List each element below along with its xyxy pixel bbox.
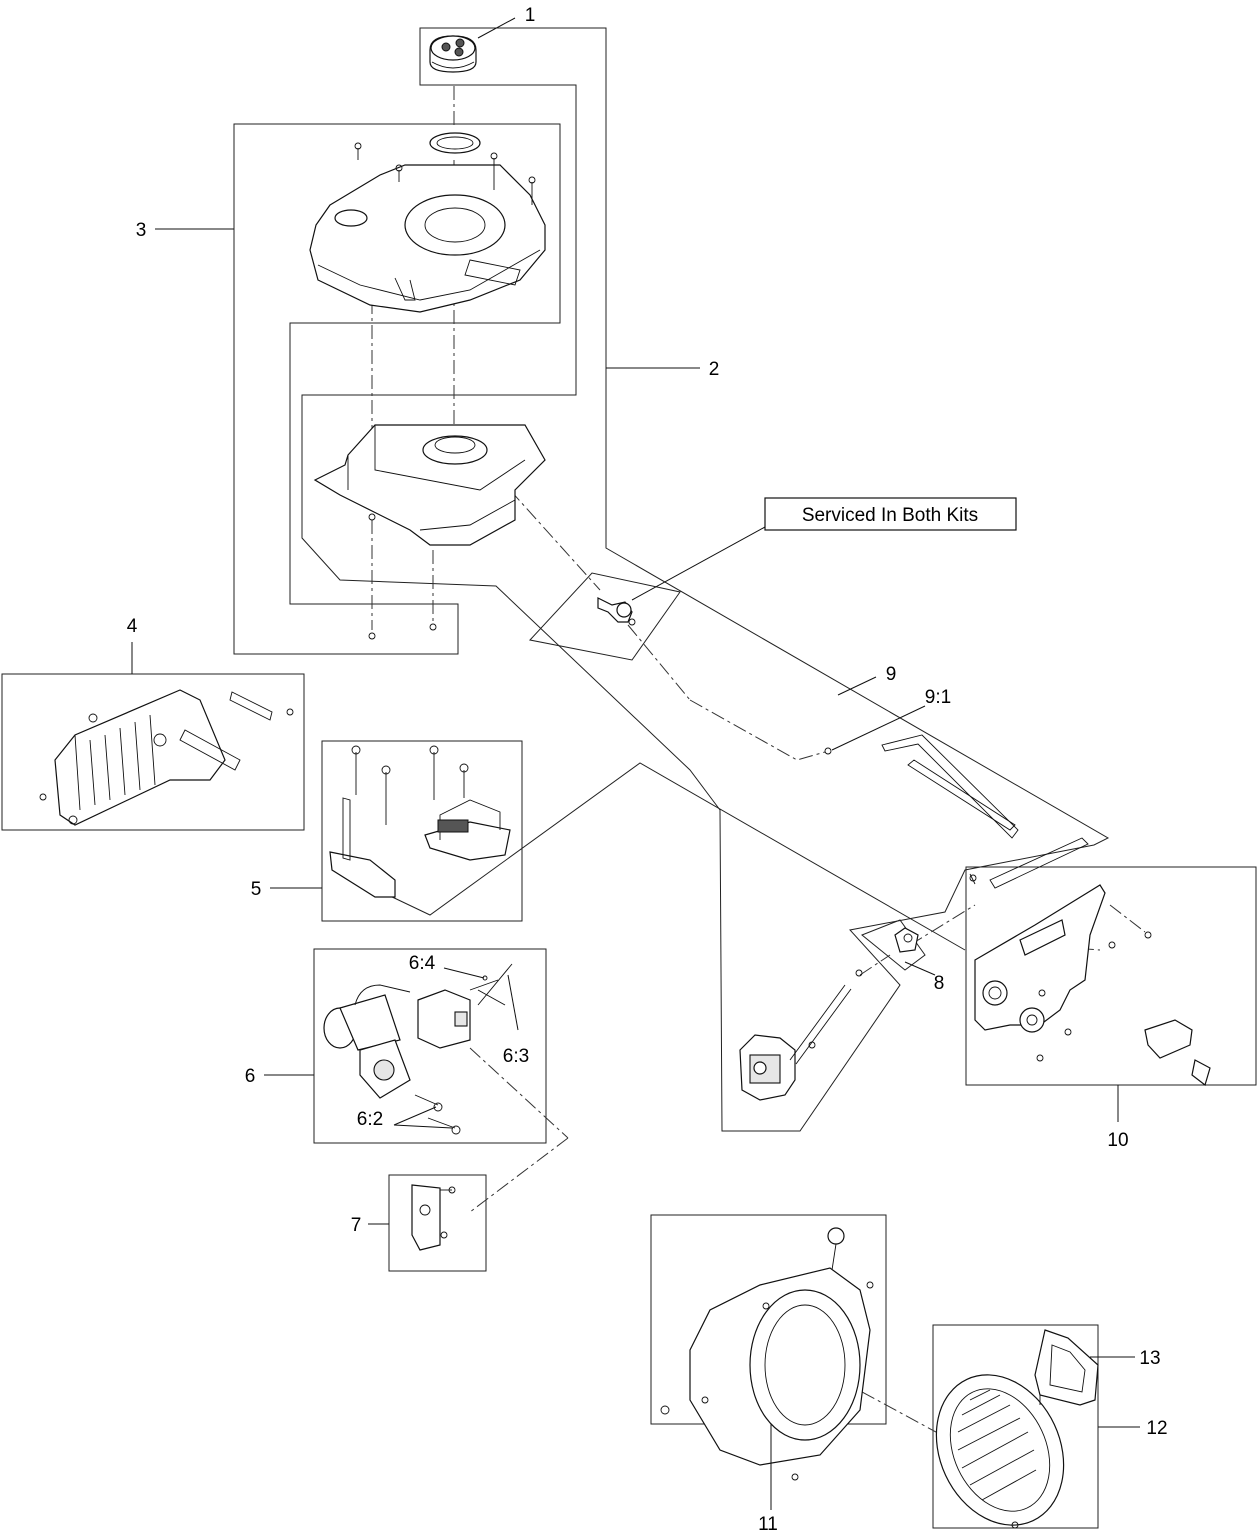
callout-8: 8 — [934, 973, 945, 994]
callout-1: 1 — [525, 5, 536, 26]
assembly-line — [859, 954, 891, 976]
callout-6: 6 — [245, 1066, 256, 1087]
callout-9-1: 9:1 — [925, 687, 951, 708]
control-panel — [974, 884, 1211, 1087]
assembly-line — [909, 904, 976, 946]
callout-6-4: 6:4 — [409, 953, 436, 974]
callout-10: 10 — [1107, 1130, 1128, 1151]
callout-9: 9 — [886, 664, 897, 685]
part-7-frame — [388, 1174, 487, 1272]
part-10-frame — [965, 866, 1257, 1086]
leader-line — [831, 705, 926, 751]
recoil-starter — [935, 1374, 1065, 1529]
callout-12: 12 — [1146, 1418, 1167, 1439]
leader-line — [477, 17, 516, 39]
fuel-cap — [429, 35, 477, 73]
part-4-frame — [1, 673, 305, 831]
fuel-shutoff-valve — [597, 597, 636, 626]
serviced-kits-note: Serviced In Both Kits — [802, 505, 978, 526]
heat-shield-bracket — [39, 689, 294, 826]
assembly-line — [469, 1137, 569, 1213]
part-6-frame — [313, 948, 547, 1144]
callout-4: 4 — [127, 616, 138, 637]
tank-shroud — [309, 132, 546, 313]
callout-2: 2 — [709, 359, 720, 380]
serviced-kits-note-box — [764, 497, 1017, 531]
fuel-line — [824, 734, 1089, 889]
assembly-line — [509, 489, 601, 591]
callout-6-2: 6:2 — [357, 1109, 383, 1130]
leader-line — [393, 1106, 437, 1126]
carburetor — [739, 969, 863, 1101]
kit-3-outline — [233, 123, 561, 655]
starter-handle — [1034, 1329, 1099, 1406]
fuel-elbow — [894, 927, 919, 953]
fuel-tank — [313, 424, 546, 640]
leader-line — [904, 961, 936, 976]
callout-5: 5 — [251, 879, 262, 900]
kit-2-outline — [301, 27, 1110, 1132]
callout-3: 3 — [136, 220, 147, 241]
callout-7: 7 — [351, 1215, 362, 1236]
part-5-link-outline — [387, 762, 966, 951]
assembly-line — [469, 1047, 569, 1139]
starter-motor — [323, 963, 513, 1135]
serviced-kit-diamond — [529, 572, 681, 661]
leader-line — [393, 1124, 453, 1129]
leader-line — [837, 676, 877, 696]
leader-line — [631, 526, 766, 601]
leader-line — [477, 989, 506, 1006]
callout-11: 11 — [758, 1514, 778, 1533]
leader-line — [443, 967, 485, 979]
starter-bracket — [411, 1184, 456, 1251]
callout-13: 13 — [1139, 1348, 1160, 1369]
leader-line — [507, 974, 519, 1031]
engine-mount-brackets — [329, 745, 511, 898]
assembly-line — [1109, 904, 1146, 933]
part-5-frame — [321, 740, 523, 922]
assembly-line — [689, 699, 826, 761]
fan-housing — [660, 1227, 874, 1481]
assembly-line — [627, 624, 691, 701]
part-8-frame — [861, 919, 926, 971]
callout-6-3: 6:3 — [503, 1046, 529, 1067]
